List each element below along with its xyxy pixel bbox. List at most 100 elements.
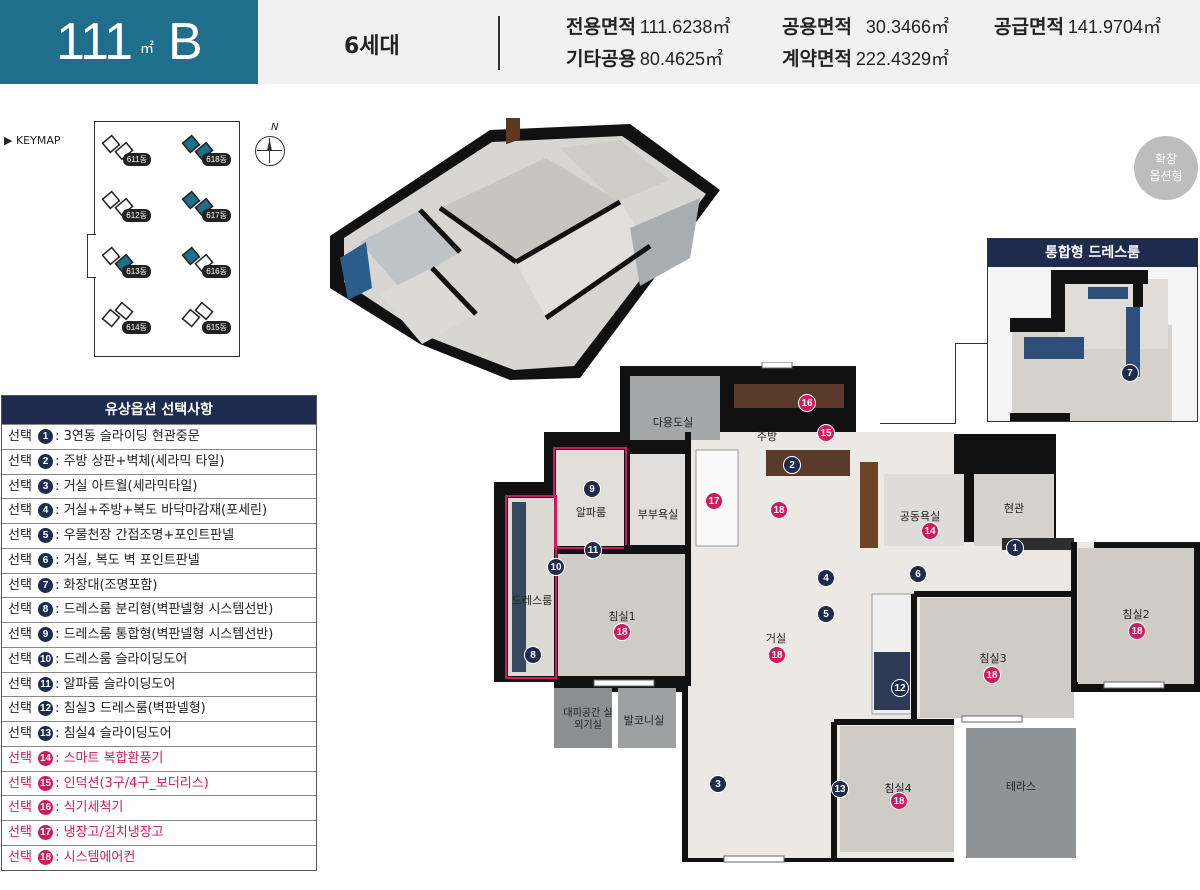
option-text: : 드레스룸 통합형(벽판넬형 시스템선반) — [55, 627, 274, 643]
option-row: 선택 8: 드레스룸 분리형(벽판넬형 시스템선반) — [2, 597, 316, 622]
option-number: 2 — [38, 453, 54, 469]
option-text: : 거실+주방+복도 바닥마감재(포세린) — [55, 503, 268, 519]
option-row: 선택 5: 우물천장 간접조명+포인트판넬 — [2, 523, 316, 548]
keymap-block: 613동 — [101, 246, 151, 280]
room-label-bed2: 침실2 — [1122, 608, 1150, 621]
keymap-block: 617동 — [181, 190, 231, 224]
integrated-dressroom-inset: 통합형 드레스룸 7 — [987, 238, 1198, 422]
option-row: 선택 1: 3연동 슬라이딩 현관중문 — [2, 424, 316, 449]
option-row: 선택 11: 알파룸 슬라이딩도어 — [2, 671, 316, 697]
option-marker: 9 — [583, 480, 601, 498]
option-marker: 2 — [783, 456, 801, 474]
option-number: 16 — [38, 800, 54, 816]
option-marker: 18 — [1128, 622, 1146, 640]
option-text: : 우물천장 간접조명+포인트판넬 — [55, 528, 235, 544]
area-value: 111.6238㎡ — [639, 17, 731, 37]
room-label-evac: 대피공간 실외기실 — [563, 708, 613, 731]
header-divider — [498, 16, 500, 70]
option-marker: 4 — [817, 569, 835, 587]
room-label-bed1: 침실1 — [608, 610, 636, 623]
inset-connector — [880, 423, 956, 424]
household-count: 6세대 — [344, 34, 400, 59]
area-label: 기타공용 — [566, 48, 636, 70]
option-text: : 식기세척기 — [55, 800, 124, 816]
option-prefix: 선택 — [8, 478, 32, 494]
room-label-balcony: 발코니실 — [623, 714, 665, 727]
option-row: 선택 17: 냉장고/김치냉장고 — [2, 820, 316, 845]
building-block-icon — [181, 246, 214, 273]
option-row: 선택 16: 식기세척기 — [2, 795, 316, 820]
option-prefix: 선택 — [8, 651, 32, 667]
option-marker: 18 — [613, 623, 631, 641]
isometric-3d-view — [330, 118, 720, 380]
option-row: 선택 15: 인덕션(3구/4구_보더리스) — [2, 770, 316, 796]
room-label-bed4: 침실4 — [884, 782, 912, 795]
option-number: 17 — [38, 825, 54, 841]
option-number: 4 — [38, 503, 54, 519]
area-label: 계약면적 — [782, 48, 852, 70]
option-marker: 8 — [524, 646, 542, 664]
option-text: : 시스템에어컨 — [55, 850, 136, 866]
keymap-block: 612동 — [101, 190, 151, 224]
option-text: : 침실4 슬라이딩도어 — [55, 726, 172, 742]
room-label-terrace: 테라스 — [1005, 780, 1037, 793]
option-number: 18 — [38, 850, 54, 866]
building-block-icon — [181, 134, 214, 161]
room-label-entrance: 현관 — [1003, 502, 1025, 515]
option-number: 9 — [38, 627, 54, 643]
option-prefix: 선택 — [8, 800, 32, 816]
option-number: 1 — [38, 429, 54, 444]
option-marker: 6 — [909, 565, 927, 583]
option-text: : 드레스룸 슬라이딩도어 — [55, 651, 188, 667]
option-marker: 11 — [584, 541, 602, 559]
keymap: 611동 618동 612동 617동 613동 616동 614동 615동 — [87, 121, 240, 357]
north-label: N — [271, 122, 279, 133]
option-row: 선택 4: 거실+주방+복도 바닥마감재(포세린) — [2, 498, 316, 523]
option-row: 선택 14: 스마트 복합환풍기 — [2, 745, 316, 771]
room-label-bed3: 침실3 — [979, 652, 1007, 665]
keymap-block: 618동 — [181, 134, 231, 168]
option-number: 3 — [38, 478, 54, 494]
option-marker: 10 — [547, 558, 565, 576]
block-tag: 615동 — [202, 321, 231, 334]
room-label-master-bath: 부부욕실 — [637, 508, 679, 521]
option-number: 14 — [38, 750, 54, 766]
keymap-block: 611동 — [101, 134, 151, 168]
options-title: 유상옵션 선택사항 — [2, 396, 316, 424]
area-value: 141.9704㎡ — [1067, 17, 1161, 37]
option-number: 11 — [38, 676, 54, 692]
area-value: 222.4329㎡ — [855, 49, 949, 69]
unit-type-letter: B — [168, 13, 203, 71]
area-label: 공급면적 — [994, 16, 1064, 38]
option-prefix: 선택 — [8, 775, 32, 791]
option-text: : 거실, 복도 벽 포인트판넬 — [55, 552, 200, 568]
expansion-option-badge: 확장 옵션형 — [1134, 136, 1198, 200]
option-marker: 17 — [705, 492, 723, 510]
option-prefix: 선택 — [8, 577, 32, 593]
option-marker: 18 — [770, 501, 788, 519]
option-prefix: 선택 — [8, 701, 32, 717]
floor-plan — [494, 362, 1200, 863]
room-label-living: 거실 — [765, 632, 787, 645]
option-text: : 알파룸 슬라이딩도어 — [55, 676, 176, 692]
keymap-label: ▶ KEYMAP — [4, 134, 61, 147]
inset-title: 통합형 드레스룸 — [988, 239, 1197, 267]
option-marker: 16 — [798, 394, 816, 412]
option-row: 선택 12: 침실3 드레스룸(벽판넬형) — [2, 696, 316, 721]
option-text: : 침실3 드레스룸(벽판넬형) — [55, 701, 206, 717]
badge-line: 확장 — [1154, 152, 1178, 166]
unit-type-unit: ㎡ — [140, 40, 154, 56]
option-marker: 12 — [891, 679, 909, 697]
option-row: 선택 7: 화장대(조명포함) — [2, 572, 316, 598]
room-label-common-bath: 공동욕실 — [899, 510, 941, 523]
room-label-kitchen: 주방 — [756, 430, 778, 443]
block-tag: 611동 — [122, 153, 151, 166]
option-text: : 드레스룸 분리형(벽판넬형 시스템선반) — [55, 602, 274, 618]
option-text: : 화장대(조명포함) — [55, 577, 158, 593]
option-number: 7 — [38, 577, 54, 593]
option-number: 10 — [38, 651, 54, 667]
inset-connector — [955, 343, 987, 344]
